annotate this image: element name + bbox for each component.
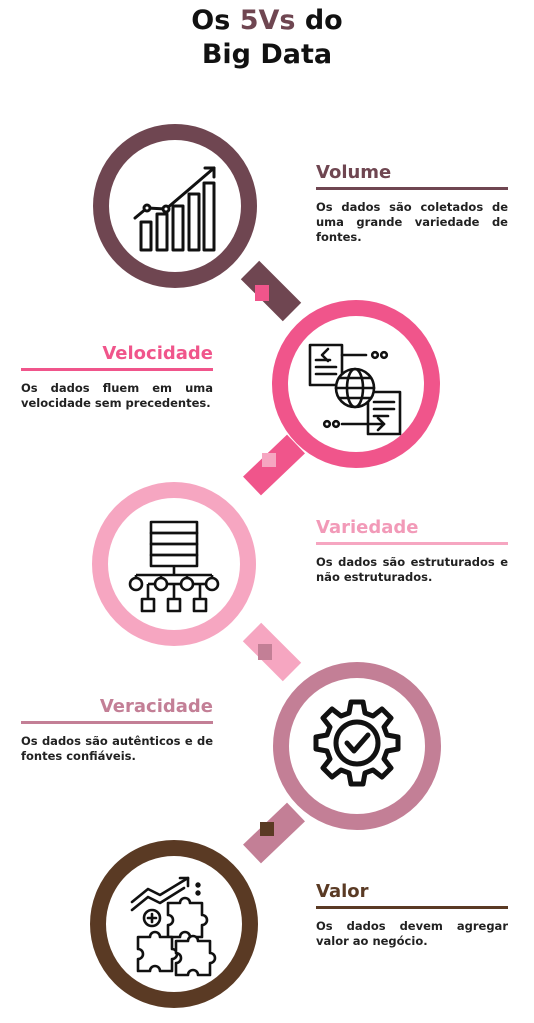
join-accent [255, 285, 269, 301]
section-variedade: Variedade Os dados são estruturados e nã… [316, 516, 508, 585]
heading-variedade: Variedade [316, 516, 508, 545]
heading-veracidade: Veracidade [21, 695, 213, 724]
join-accent [260, 822, 274, 836]
database-hierarchy-icon [128, 520, 220, 613]
circle-variedade [92, 482, 256, 646]
title-highlight: 5Vs [239, 5, 296, 36]
section-velocidade: Velocidade Os dados fluem em uma velocid… [21, 342, 213, 411]
section-valor: Valor Os dados devem agregar valor ao ne… [316, 880, 508, 949]
desc-volume: Os dados são coletados de uma grande var… [316, 200, 508, 244]
join-accent [262, 453, 276, 467]
bar-chart-growth-icon [133, 166, 216, 252]
page-title: Os 5Vs do Big Data [0, 4, 534, 72]
desc-velocidade: Os dados fluem em uma velocidade sem pre… [21, 381, 213, 410]
globe-data-exchange-icon [308, 343, 402, 436]
desc-valor: Os dados devem agregar valor ao negócio. [316, 919, 508, 948]
heading-valor: Valor [316, 880, 508, 909]
title-line2: Big Data [201, 39, 333, 70]
heading-velocidade: Velocidade [21, 342, 213, 371]
title-prefix: Os [191, 5, 240, 36]
gear-check-icon [313, 699, 401, 787]
join-accent [258, 644, 272, 660]
puzzle-growth-icon [130, 876, 217, 977]
desc-veracidade: Os dados são autênticos e de fontes conf… [21, 734, 213, 763]
connector-volume-velocidade [240, 260, 302, 322]
heading-volume: Volume [316, 161, 508, 190]
section-veracidade: Veracidade Os dados são autênticos e de … [21, 695, 213, 764]
desc-variedade: Os dados são estruturados e não estrutur… [316, 555, 508, 584]
section-volume: Volume Os dados são coletados de uma gra… [316, 161, 508, 245]
title-middle: do [295, 5, 343, 36]
